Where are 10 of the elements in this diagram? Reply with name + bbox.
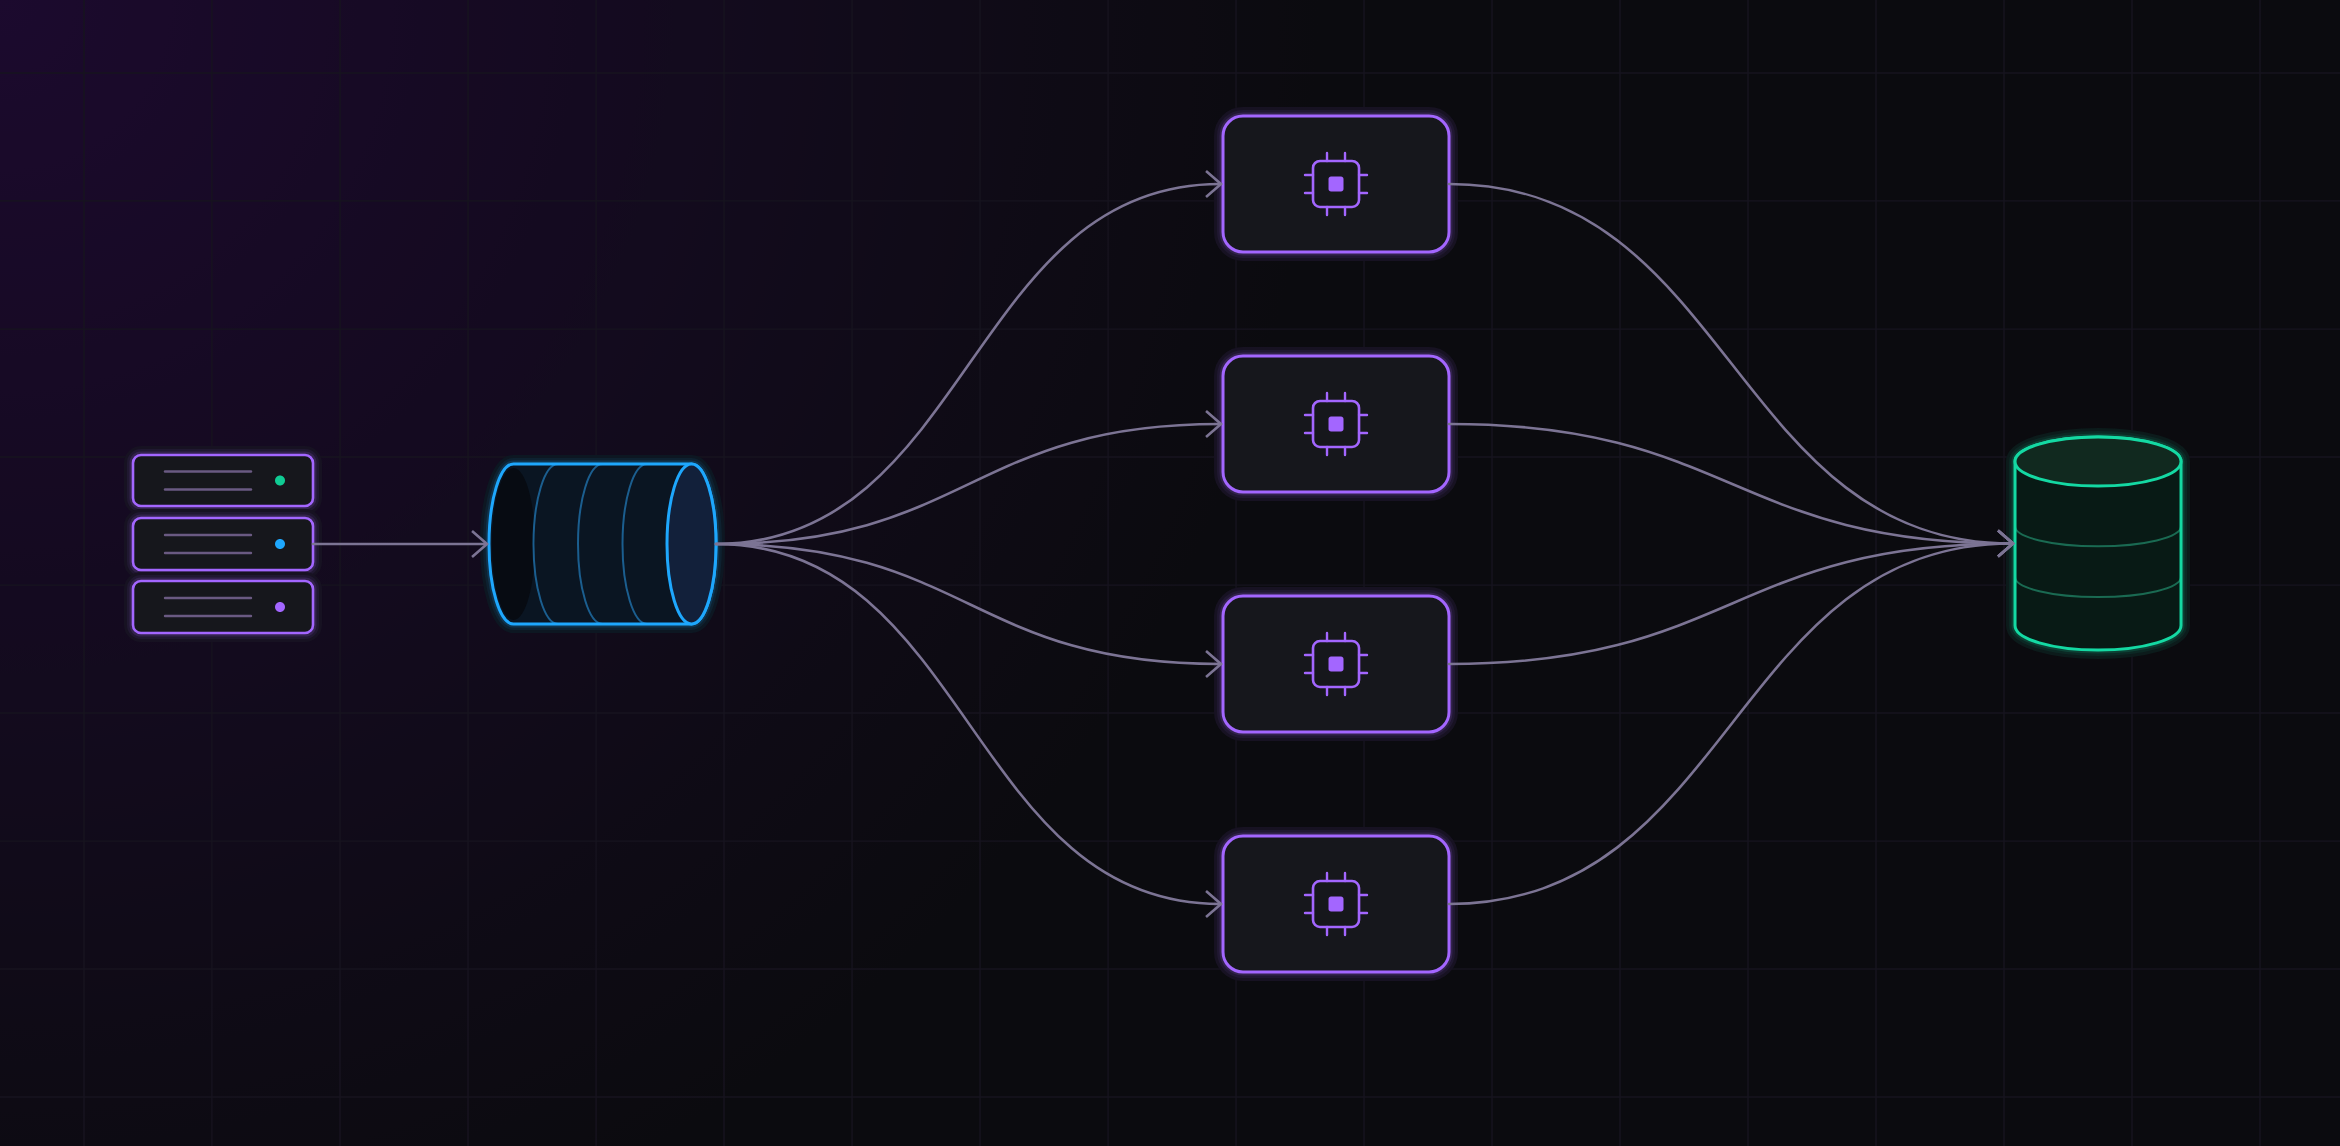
process-box [1214,587,1458,741]
process-box [1214,827,1458,981]
server-rack [124,446,322,642]
process-box [1214,107,1458,261]
arrow [1447,529,2016,906]
horizontal-cylinder [480,455,725,633]
arrow [311,530,489,558]
database-cylinder [2006,428,2190,659]
process-box [1214,347,1458,501]
arrow [714,542,1223,918]
